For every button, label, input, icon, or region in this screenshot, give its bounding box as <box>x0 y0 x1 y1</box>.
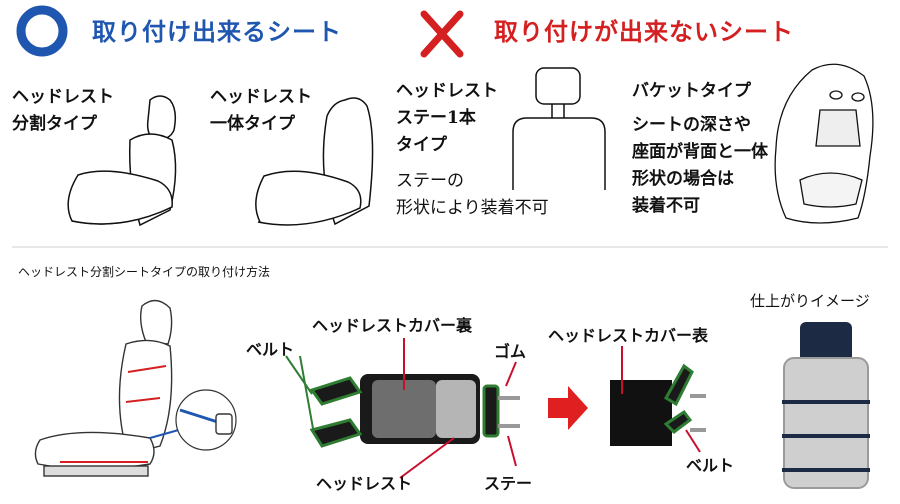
headrest-cover-front-illustration <box>610 363 706 446</box>
leader-lines <box>399 338 701 479</box>
seat-integrated-label-line2: 一体タイプ <box>210 114 295 134</box>
seat-split-label-line1: ヘッドレスト <box>12 87 114 107</box>
single-stay-label-line2: ステー1本 <box>396 108 476 128</box>
single-stay-note-line1: ステーの <box>396 171 464 191</box>
label-cover-back: ヘッドレストカバー裏 <box>312 316 473 335</box>
bucket-label: バケットタイプ <box>632 78 751 105</box>
bucket-note-line2: 座面が背面と一体 <box>632 142 768 162</box>
seat-side-view-illustration <box>34 299 237 477</box>
label-cover-front: ヘッドレストカバー表 <box>548 326 709 345</box>
bucket-note-line4: 装着不可 <box>632 196 700 216</box>
install-method-title: ヘッドレスト分割シートタイプの取り付け方法 <box>18 265 271 279</box>
seat-split-label: ヘッドレスト 分割タイプ <box>12 84 114 138</box>
finished-seat-photo <box>782 322 870 489</box>
seat-split-label-line2: 分割タイプ <box>12 114 97 134</box>
bucket-label-line1: バケットタイプ <box>632 81 751 101</box>
label-headrest: ヘッドレスト <box>316 474 413 493</box>
seat-integrated-label-line1: ヘッドレスト <box>210 87 312 107</box>
right-arrow-icon <box>548 386 588 430</box>
bucket-note-line1: シートの深さや <box>632 115 751 135</box>
seat-integrated-label: ヘッドレスト 一体タイプ <box>210 84 312 138</box>
label-rubber: ゴム <box>494 342 527 361</box>
label-final-image: 仕上がりイメージ <box>750 292 870 310</box>
headrest-cover-back-illustration <box>309 374 520 448</box>
bucket-seat-illustration <box>774 63 874 224</box>
ok-seats-title: 取り付け出来るシート <box>92 18 342 46</box>
single-stay-note-line2: 形状により装着不可 <box>396 198 549 218</box>
single-stay-label-line1: ヘッドレスト <box>396 81 498 101</box>
single-stay-label: ヘッドレスト ステー1本 タイプ <box>396 78 498 159</box>
bucket-note: シートの深さや 座面が背面と一体 形状の場合は 装着不可 <box>632 112 768 220</box>
label-belt-front: ベルト <box>686 456 735 475</box>
label-belt: ベルト <box>246 340 295 359</box>
label-stay: ステー <box>484 474 533 493</box>
single-stay-label-line3: タイプ <box>396 135 447 155</box>
bucket-note-line3: 形状の場合は <box>632 169 734 189</box>
single-stay-note: ステーの 形状により装着不可 <box>396 168 549 222</box>
cross-ng-icon <box>420 10 464 58</box>
ng-seats-title: 取り付けが出来ないシート <box>494 18 794 46</box>
